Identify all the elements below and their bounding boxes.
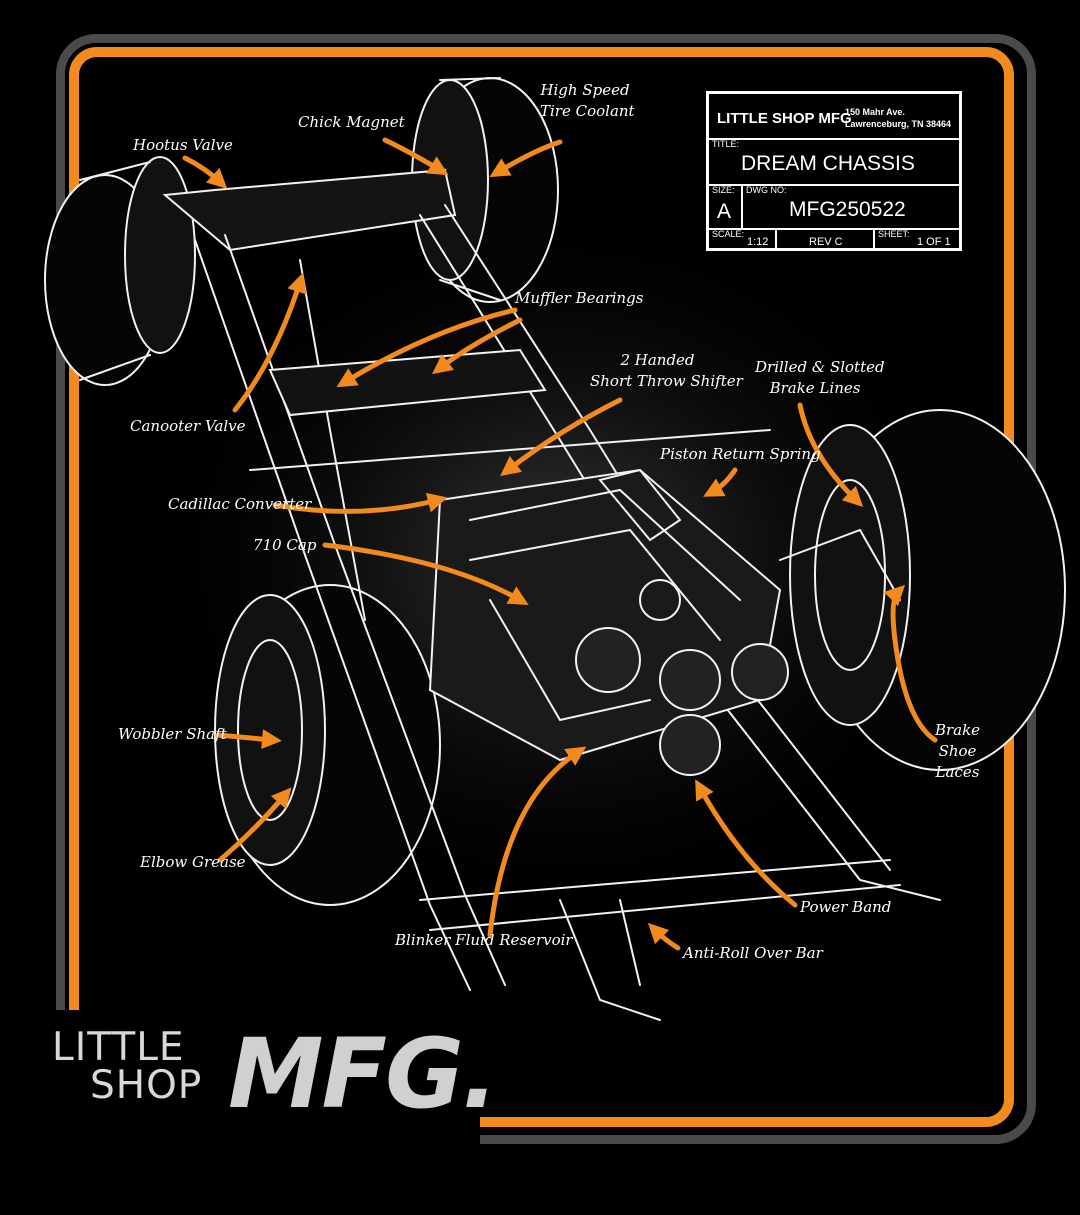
callout-arrows	[182, 137, 938, 951]
logo-line-shop: SHOP	[90, 1063, 203, 1108]
size-label: SIZE:	[712, 185, 735, 195]
callout-anti-roll-over-bar: Anti-Roll Over Bar	[683, 944, 823, 962]
front-right-tire	[789, 409, 1066, 771]
logo-mark-mfg: MFG.	[228, 1018, 498, 1130]
size-row: SIZE: A DWG NO: MFG250522	[709, 184, 959, 230]
scale-label: SCALE:	[712, 229, 745, 239]
callout-shifter-line2: Short Throw Shifter	[590, 372, 743, 390]
callout-tire-coolant-line2: Tire Coolant	[540, 102, 635, 120]
rev-cell: REV C	[777, 228, 875, 251]
callout-power-band: Power Band	[800, 898, 892, 916]
callout-tire-coolant-line1: High Speed	[540, 81, 630, 99]
size-cell: SIZE: A	[709, 184, 743, 228]
callout-tire-coolant: High Speed Tire Coolant	[540, 80, 635, 122]
callout-brake-shoe-laces: Brake Shoe Laces	[925, 720, 990, 783]
dwg-value: MFG250522	[789, 198, 906, 221]
callout-elbow-grease: Elbow Grease	[140, 853, 246, 871]
company-address: 150 Mahr Ave. Lawrenceburg, TN 38464	[845, 106, 951, 130]
title-label: TITLE:	[712, 139, 740, 149]
callout-brake-lines-line2: Brake Lines	[769, 379, 861, 397]
address-line-1: 150 Mahr Ave.	[845, 107, 905, 117]
sheet-value: 1 OF 1	[917, 236, 951, 248]
scale-row: SCALE: 1:12 REV C SHEET: 1 OF 1	[709, 228, 959, 251]
title-value: DREAM CHASSIS	[741, 152, 915, 175]
address-line-2: Lawrenceburg, TN 38464	[845, 119, 952, 129]
callout-brake-lines: Drilled & Slotted Brake Lines	[755, 357, 885, 399]
callout-chick-magnet: Chick Magnet	[298, 113, 405, 131]
sheet-cell: SHEET: 1 OF 1	[875, 228, 959, 251]
callout-blinker-fluid-reservoir: Blinker Fluid Reservoir	[395, 931, 573, 949]
callout-shifter-line1: 2 Handed	[620, 351, 695, 369]
callout-cadillac-converter: Cadillac Converter	[168, 495, 312, 513]
front-left-tire	[214, 584, 441, 906]
sheet-label: SHEET:	[878, 229, 910, 239]
title-block-header: LITTLE SHOP MFG 150 Mahr Ave. Lawrencebu…	[709, 94, 959, 140]
callout-710-cap: 710 Cap	[253, 536, 317, 554]
size-value: A	[717, 200, 732, 223]
dwg-cell: DWG NO: MFG250522	[743, 184, 959, 228]
scale-value: 1:12	[747, 236, 769, 248]
logo-backdrop	[40, 1010, 480, 1160]
callout-piston-return-spring: Piston Return Spring	[660, 445, 821, 463]
rev-value: REV C	[809, 236, 843, 248]
rear-left-tire	[44, 156, 196, 386]
rear-right-tire	[411, 77, 559, 303]
logo-line-little: LITTLE	[52, 1025, 185, 1070]
callout-hooter-valve: Hootus Valve	[133, 136, 233, 154]
scale-cell: SCALE: 1:12	[709, 228, 777, 251]
callout-shifter: 2 Handed Short Throw Shifter	[590, 350, 743, 392]
callout-brake-shoe-laces-line3: Laces	[935, 763, 980, 781]
engine	[428, 468, 789, 776]
company-name: LITTLE SHOP MFG	[717, 110, 852, 127]
title-block: LITTLE SHOP MFG 150 Mahr Ave. Lawrencebu…	[706, 91, 962, 251]
title-row: TITLE: DREAM CHASSIS	[709, 138, 959, 186]
callout-brake-shoe-laces-line2: Shoe	[938, 742, 977, 760]
callout-wobbler-shaft: Wobbler Shaft	[118, 725, 227, 743]
callout-canooter-valve: Canooter Valve	[130, 417, 246, 435]
steering-linkage	[779, 528, 901, 601]
callout-brake-shoe-laces-line1: Brake	[934, 721, 981, 739]
callout-brake-lines-line1: Drilled & Slotted	[755, 358, 885, 376]
callout-muffler-bearings: Muffler Bearings	[515, 289, 644, 307]
dwg-label: DWG NO:	[746, 185, 787, 195]
